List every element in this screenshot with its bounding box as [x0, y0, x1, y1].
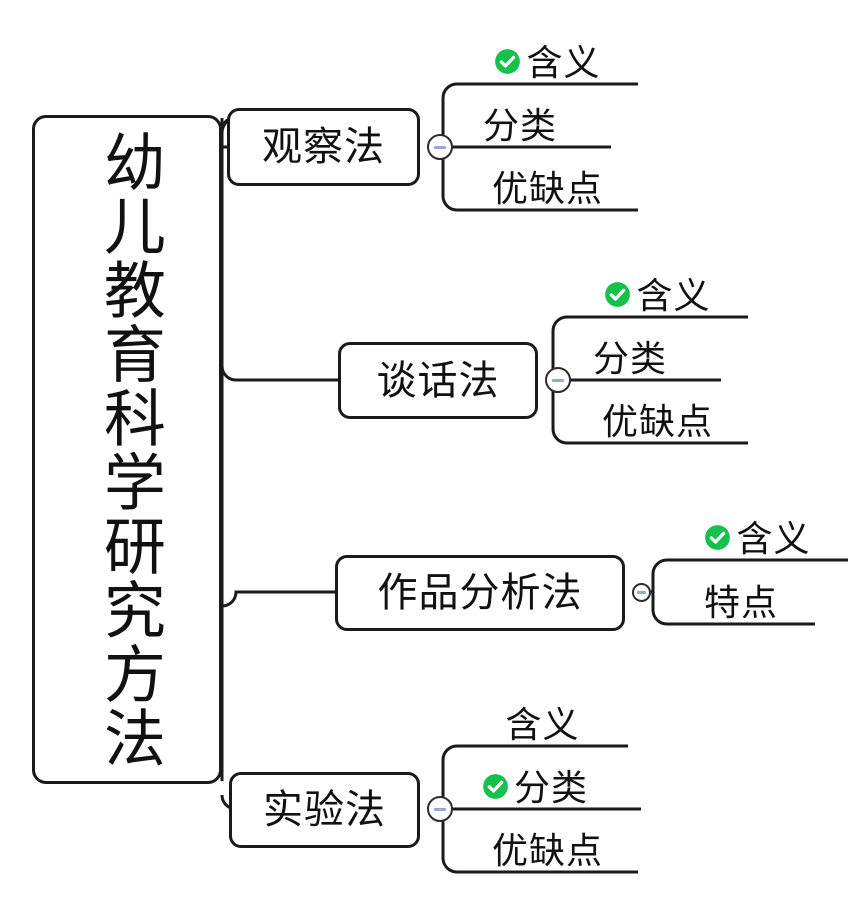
leaf-observation-1[interactable]: 分类 — [443, 84, 597, 147]
toggle-artifact[interactable] — [632, 583, 651, 602]
root-label: 幼儿教育科学研究方法 — [93, 129, 162, 770]
check-icon — [605, 281, 631, 307]
leaf-group-experiment: 含义 分类 优缺点 — [457, 684, 638, 872]
elbow-artifact — [221, 590, 335, 608]
branch-node-experiment[interactable]: 实验法 — [229, 772, 420, 848]
branch-label-experiment: 实验法 — [263, 787, 386, 832]
leaf-conversation-2-label: 优缺点 — [601, 402, 713, 442]
check-icon — [705, 524, 731, 550]
leaf-group-artifact: 含义 特点 — [667, 498, 848, 624]
leaf-experiment-0[interactable]: 含义 — [457, 684, 628, 746]
toggle-conversation[interactable] — [545, 367, 571, 393]
toggle-experiment[interactable] — [427, 796, 453, 822]
leaf-experiment-0-label: 含义 — [505, 705, 580, 745]
leaf-observation-0-label: 含义 — [526, 43, 601, 83]
leaf-artifact-0-label: 含义 — [736, 519, 811, 559]
leaf-group-observation: 含义 分类 优缺点 — [457, 22, 638, 210]
leaf-experiment-1-label: 分类 — [513, 768, 588, 808]
leaf-conversation-1[interactable]: 分类 — [553, 317, 707, 380]
toggle-observation[interactable] — [427, 134, 453, 160]
leaf-conversation-0-label: 含义 — [636, 276, 711, 316]
leaf-observation-1-label: 分类 — [482, 106, 557, 146]
leaf-experiment-1[interactable]: 分类 — [443, 746, 627, 809]
branch-node-conversation[interactable]: 谈话法 — [338, 342, 538, 419]
root-node[interactable]: 幼儿教育科学研究方法 — [32, 115, 222, 784]
leaf-conversation-1-label: 分类 — [592, 339, 667, 379]
branch-label-artifact: 作品分析法 — [377, 570, 583, 615]
spine-artifact — [651, 558, 668, 626]
branch-node-artifact[interactable]: 作品分析法 — [335, 555, 625, 631]
check-icon — [495, 48, 521, 74]
minus-icon — [637, 591, 646, 594]
leaf-group-conversation: 含义 分类 优缺点 — [567, 255, 748, 443]
elbow-conversation — [220, 365, 338, 382]
minus-icon — [434, 807, 446, 811]
minus-icon — [434, 145, 446, 149]
leaf-conversation-0[interactable]: 含义 — [567, 255, 748, 317]
branch-label-observation: 观察法 — [262, 124, 385, 169]
check-icon — [483, 773, 508, 799]
minus-icon — [552, 378, 564, 382]
leaf-observation-2-label: 优缺点 — [491, 169, 603, 209]
leaf-experiment-2[interactable]: 优缺点 — [457, 809, 638, 872]
leaf-artifact-0[interactable]: 含义 — [667, 498, 848, 560]
leaf-experiment-2-label: 优缺点 — [491, 831, 603, 871]
leaf-artifact-1[interactable]: 特点 — [667, 560, 815, 624]
leaf-conversation-2[interactable]: 优缺点 — [567, 380, 748, 443]
branch-label-conversation: 谈话法 — [376, 357, 500, 403]
leaf-observation-2[interactable]: 优缺点 — [457, 147, 638, 210]
leaf-observation-0[interactable]: 含义 — [457, 22, 638, 84]
branch-node-observation[interactable]: 观察法 — [227, 108, 420, 186]
leaf-artifact-1-label: 特点 — [703, 583, 778, 623]
